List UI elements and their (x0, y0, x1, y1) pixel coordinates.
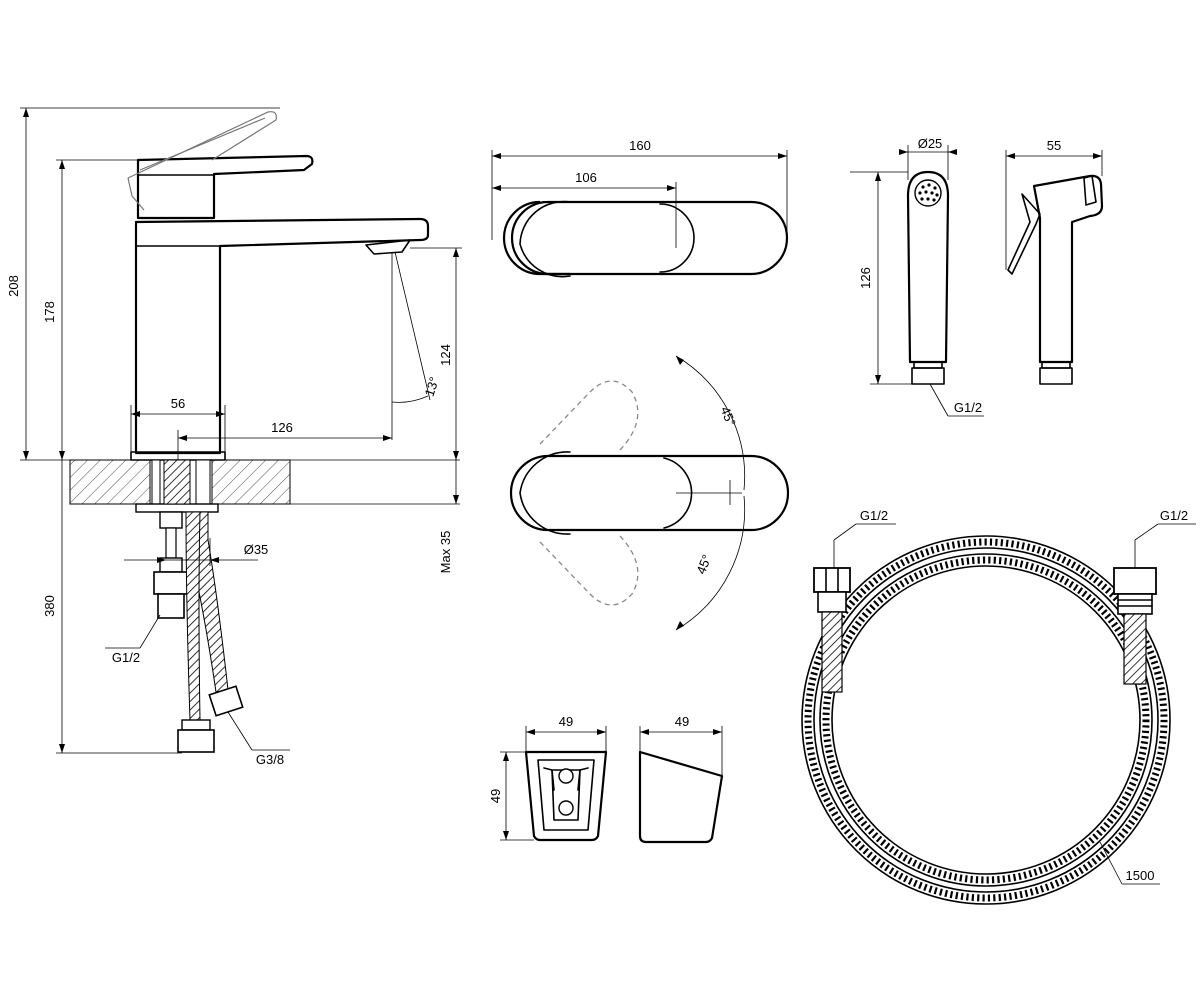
below-deck-label: 380 (42, 595, 57, 617)
countertop-section (20, 459, 460, 505)
spray-nozzle (914, 179, 942, 207)
reach-label: 126 (271, 420, 293, 435)
hose-left-fitting (813, 567, 851, 693)
rotation-down-label: 45° (693, 552, 714, 576)
base-width-label: 56 (171, 396, 185, 411)
sprayer-side-view: 55 (1005, 138, 1104, 385)
hose-right-fitting (1113, 567, 1157, 685)
body-height-label: 178 (42, 301, 57, 323)
faucet-handle-raised (127, 111, 277, 211)
supply-pipes (135, 459, 244, 753)
faucet-dimensions (20, 107, 462, 754)
handle-top-view: 160 106 (491, 138, 789, 278)
holder-side-view: 49 (638, 714, 724, 844)
hose-right-thread-label: G1/2 (1160, 508, 1188, 523)
inlet-thread-label: G1/2 (112, 650, 140, 665)
sprayer-thread-label: G1/2 (954, 400, 982, 415)
sprayer-depth-label: 55 (1047, 138, 1061, 153)
holder-width-side-label: 49 (675, 714, 689, 729)
faucet-handle (136, 154, 314, 220)
holder-front-view: 49 49 (488, 714, 608, 842)
rotation-up-label: 45° (718, 404, 739, 428)
supply-thread-label: G3/8 (256, 752, 284, 767)
max-deck-label: Max 35 (438, 531, 453, 574)
handle-rotation-view: 45° 45° (509, 355, 790, 631)
handle-length-label: 160 (629, 138, 651, 153)
lever-length-label: 106 (575, 170, 597, 185)
hose-length-label: 1500 (1126, 868, 1155, 883)
sprayer-front-view: Ø25 126 G1/2 (850, 136, 984, 417)
hose-left-thread-label: G1/2 (860, 508, 888, 523)
hose-view: G1/2 G1/2 1500 (801, 508, 1196, 905)
sprayer-length-label: 126 (858, 267, 873, 289)
hole-diameter-label: Ø35 (244, 542, 269, 557)
spout-angle-label: 13° (422, 375, 442, 398)
sprayer-diameter-label: Ø25 (918, 136, 943, 151)
spout-height-label: 124 (438, 344, 453, 366)
faucet-side-view: 208 178 56 126 124 13° 380 Max 35 Ø35 G1… (6, 107, 462, 767)
holder-height-label: 49 (488, 789, 503, 803)
total-height-label: 208 (6, 275, 21, 297)
holder-width-front-label: 49 (559, 714, 573, 729)
